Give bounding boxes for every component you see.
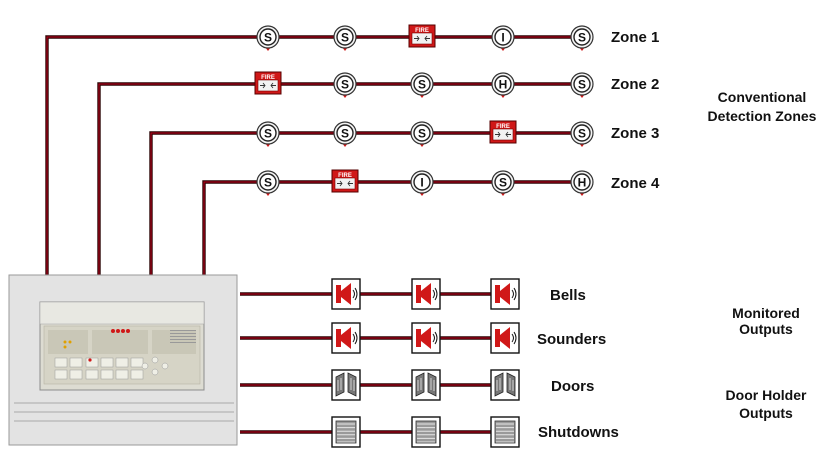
smoke-detector-icon: S	[333, 121, 357, 147]
heat-detector-icon: H	[570, 170, 594, 196]
smoke-detector-icon: S	[333, 72, 357, 98]
smoke-detector-letter: S	[264, 31, 272, 45]
bell-icon	[411, 278, 441, 310]
smoke-detector-letter: S	[341, 127, 349, 141]
sounders-label: Sounders	[537, 331, 606, 348]
smoke-detector-icon: S	[570, 121, 594, 147]
zone-3-cable	[149, 131, 582, 275]
zone-4-devices: S FIRE I S H	[256, 169, 594, 196]
door-holder-icon	[411, 369, 441, 401]
manual-call-point-icon: FIRE	[489, 120, 517, 144]
smoke-detector-letter: S	[341, 78, 349, 92]
conventional-label-line2: Detection Zones	[708, 108, 817, 124]
smoke-detector-letter: S	[341, 31, 349, 45]
bell-icon	[490, 278, 520, 310]
smoke-detector-icon: S	[410, 72, 434, 98]
zone-1-label: Zone 1	[611, 29, 659, 46]
door-holder-label-line1: Door Holder	[726, 387, 807, 403]
zone-4-cable	[202, 180, 582, 275]
doors-label: Doors	[551, 378, 594, 395]
panel-indicators	[48, 329, 196, 380]
door-holder-icon	[490, 369, 520, 401]
zone-labels: Zone 1 Zone 2 Zone 3 Zone 4	[611, 29, 660, 192]
output-labels: Bells Sounders Doors Shutdowns	[537, 287, 619, 441]
output-cables	[240, 292, 506, 434]
smoke-detector-letter: S	[499, 176, 507, 190]
output-devices	[331, 278, 520, 448]
call-point-text: FIRE	[415, 28, 429, 34]
smoke-detector-letter: S	[578, 127, 586, 141]
sounder-icon	[411, 322, 441, 354]
sounder-icon	[331, 322, 361, 354]
shutdown-icon	[411, 416, 441, 448]
zone-cables	[45, 35, 582, 275]
manual-call-point-icon: FIRE	[254, 71, 282, 95]
zone-1-cable	[45, 35, 582, 275]
smoke-detector-icon: S	[256, 121, 280, 147]
bells-label: Bells	[550, 287, 586, 304]
call-point-text: FIRE	[261, 75, 275, 81]
heat-detector-icon: H	[491, 72, 515, 98]
monitored-label-line2: Outputs	[739, 321, 793, 337]
sounders-output-devices	[331, 322, 520, 354]
ion-detector-letter: I	[501, 31, 504, 45]
smoke-detector-icon: S	[570, 25, 594, 51]
zone-2-devices: FIRE S S H S	[254, 71, 594, 98]
manual-call-point-icon: FIRE	[408, 24, 436, 48]
door-holder-label-line2: Outputs	[739, 405, 793, 421]
heat-detector-letter: H	[499, 78, 508, 92]
call-point-text: FIRE	[496, 124, 510, 130]
zone-1-devices: S S FIRE I S	[256, 24, 594, 51]
manual-call-point-icon: FIRE	[331, 169, 359, 193]
smoke-detector-icon: S	[410, 121, 434, 147]
heat-detector-letter: H	[578, 176, 587, 190]
zone-3-devices: S S S FIRE S	[256, 120, 594, 147]
zone-2-label: Zone 2	[611, 76, 659, 93]
smoke-detector-icon: S	[491, 170, 515, 196]
zone-3-label: Zone 3	[611, 125, 659, 142]
smoke-detector-icon: S	[256, 25, 280, 51]
smoke-detector-letter: S	[418, 127, 426, 141]
control-panel	[8, 274, 238, 446]
conventional-label-line1: Conventional	[718, 89, 807, 105]
zone-4-label: Zone 4	[611, 175, 660, 192]
smoke-detector-letter: S	[578, 31, 586, 45]
smoke-detector-icon: S	[570, 72, 594, 98]
smoke-detector-letter: S	[264, 176, 272, 190]
ion-detector-letter: I	[420, 176, 423, 190]
shutdown-icon	[331, 416, 361, 448]
shutdowns-output-devices	[331, 416, 520, 448]
sounder-icon	[490, 322, 520, 354]
monitored-label-line1: Monitored	[732, 305, 800, 321]
ion-detector-icon: I	[491, 25, 515, 51]
smoke-detector-letter: S	[578, 78, 586, 92]
ion-detector-icon: I	[410, 170, 434, 196]
group-labels: Conventional Detection Zones Monitored O…	[708, 89, 817, 421]
smoke-detector-letter: S	[418, 78, 426, 92]
smoke-detector-icon: S	[256, 170, 280, 196]
bell-icon	[331, 278, 361, 310]
call-point-text: FIRE	[338, 173, 352, 179]
shutdown-icon	[490, 416, 520, 448]
door-holder-icon	[331, 369, 361, 401]
bells-output-devices	[331, 278, 520, 310]
zone-devices: S S FIRE I S FIRE S S H S S S S FIRE S S FIRE I S H	[254, 24, 594, 196]
shutdowns-label: Shutdowns	[538, 424, 619, 441]
smoke-detector-letter: S	[264, 127, 272, 141]
doors-output-devices	[331, 369, 520, 401]
smoke-detector-icon: S	[333, 25, 357, 51]
